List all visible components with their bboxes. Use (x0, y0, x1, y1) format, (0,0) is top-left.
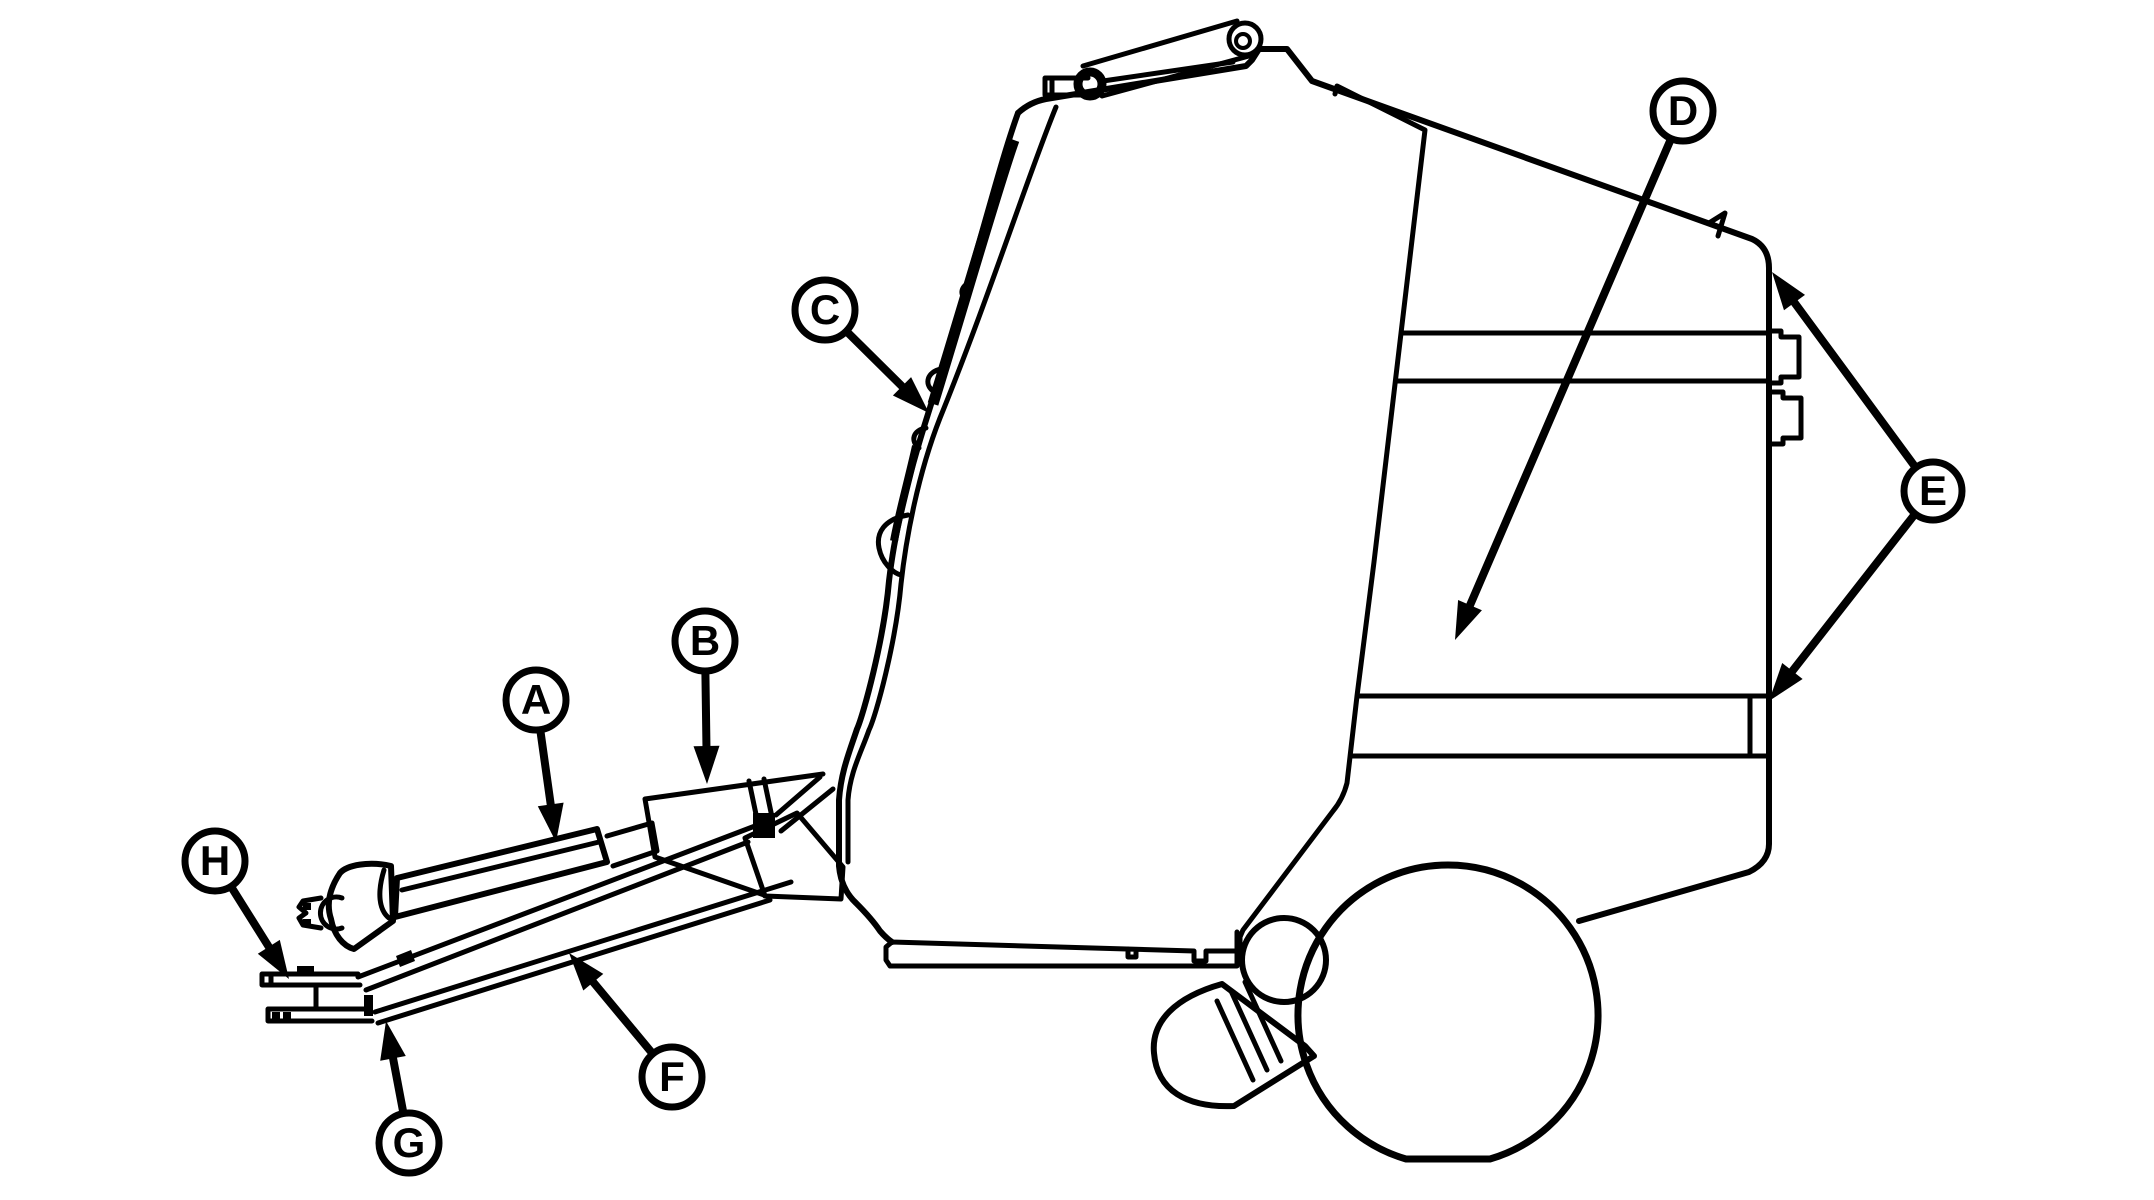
callout-e: E (1769, 272, 1966, 701)
hinge-block-lower (1767, 389, 1804, 447)
callout-e-arrow-head-upper (1772, 272, 1805, 311)
callout-d-arrow-shaft (1462, 136, 1675, 619)
callout-h-circle (181, 827, 249, 895)
body-outline (1015, 46, 1772, 924)
pto-driveline (296, 771, 836, 952)
callout-f-arrow-head (569, 953, 604, 991)
cylinder-end-cap-inner (1234, 32, 1252, 50)
callout-c: C (791, 276, 929, 413)
clevis-top-pin (297, 966, 314, 976)
drawbar-beam (355, 823, 794, 1026)
callout-d: D (1455, 77, 1717, 640)
lower-band (1349, 693, 1772, 759)
twine-guide-strip (927, 138, 1020, 406)
callout-h: H (181, 827, 289, 979)
callouts: A B C D E (181, 77, 1966, 1177)
callout-g-arrow-shaft (387, 1044, 408, 1116)
pto-tube-inner-line (399, 839, 602, 893)
callout-b-arrow-shaft (701, 669, 711, 760)
clevis-bolt-1 (272, 1012, 280, 1019)
front-edge-bump-2 (911, 425, 929, 451)
hitch-hatch-lines (773, 774, 836, 834)
hitch-pin (753, 813, 775, 838)
callout-b-circle (671, 607, 739, 675)
cylinder-tube-top (1080, 18, 1240, 69)
callout-c-arrow-head (892, 377, 929, 413)
callout-a: A (502, 666, 570, 842)
gauge-wheel (1239, 915, 1329, 1005)
callout-b: B (671, 607, 739, 784)
pickup-guard (1150, 981, 1317, 1110)
callout-b-arrow-head (693, 745, 720, 784)
front-edge-bump-long (875, 512, 911, 578)
cylinder-pin-block (1042, 75, 1091, 98)
front-edge-inner (845, 104, 1059, 865)
front-edge-bump-top (959, 279, 975, 303)
clevis-elbow-plate (364, 995, 373, 1016)
twine-guide-strip-lower (890, 445, 920, 542)
clevis-bottom-bar (265, 982, 375, 1024)
running-gear (883, 861, 1602, 1163)
callout-f-circle (638, 1043, 706, 1111)
callout-c-arrow-shaft (843, 328, 914, 398)
pickup-stripes (1214, 979, 1284, 1083)
wheel (1294, 861, 1602, 1163)
hinge-block-upper (1766, 328, 1802, 386)
callout-e-arrow-shaft-upper (1784, 290, 1918, 470)
callout-f-arrow-shaft (582, 970, 656, 1057)
callout-a-circle (502, 666, 570, 734)
pto-outer-tube (392, 826, 610, 920)
callout-h-arrow-head (257, 939, 289, 979)
callout-f-label: F (659, 1053, 685, 1100)
drawbar-beam-tab (396, 950, 415, 967)
callout-a-arrow-head (537, 802, 564, 842)
callout-d-label: D (1668, 87, 1698, 134)
front-edge-bump-1 (925, 366, 944, 394)
callout-e-label: E (1919, 467, 1947, 514)
callout-a-arrow-shaft (536, 727, 557, 819)
callout-g: G (375, 1021, 443, 1177)
callout-h-arrow-shaft (228, 884, 279, 960)
callout-d-circle (1649, 77, 1717, 145)
callout-a-label: A (521, 676, 551, 723)
pto-yoke-ring (318, 894, 345, 932)
callout-b-label: B (690, 617, 720, 664)
pto-bell-guard (325, 860, 396, 952)
clevis-bolt-2 (283, 1012, 291, 1019)
callout-c-circle (791, 276, 859, 344)
callout-e-circle (1900, 458, 1966, 524)
side-panel-edge (1237, 83, 1428, 966)
skid-plate (883, 929, 1240, 969)
cylinder-end-cap (1226, 20, 1264, 58)
callout-e-arrow-shaft-lower (1782, 512, 1918, 683)
callout-g-circle (375, 1109, 443, 1177)
hitch-plate (642, 771, 826, 898)
pto-bell-inner (377, 867, 392, 921)
callout-d-arrow-head (1455, 600, 1482, 640)
callout-g-label: G (393, 1119, 426, 1166)
callout-h-label: H (200, 837, 230, 884)
pto-inner-shaft (604, 820, 660, 869)
cylinder-rod-line (1100, 59, 1236, 84)
tension-cylinder (1042, 18, 1264, 101)
pto-yoke-dot-2 (303, 919, 311, 926)
top-edge-notch (1706, 210, 1728, 239)
callout-f: F (569, 953, 706, 1111)
callout-c-label: C (810, 286, 840, 333)
callout-g-arrow-head (380, 1021, 406, 1061)
pto-yoke-dot-1 (303, 903, 311, 910)
callout-e-arrow-head-lower (1769, 663, 1803, 701)
